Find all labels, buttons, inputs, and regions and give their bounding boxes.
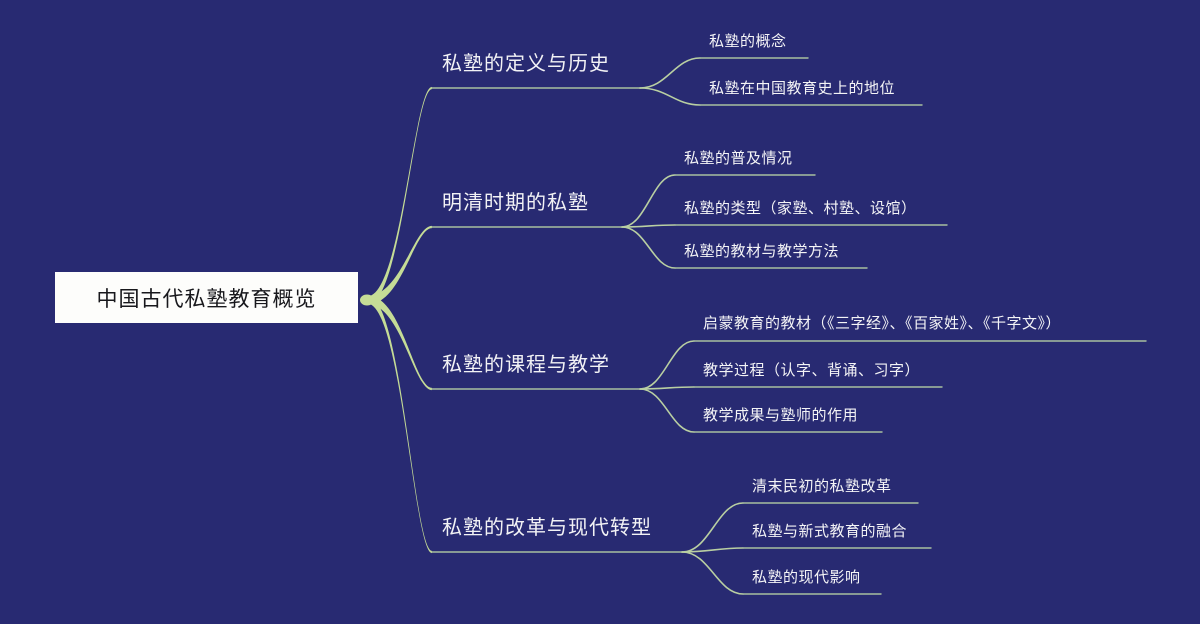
leaf-label-0-1[interactable]: 私塾在中国教育史上的地位	[709, 81, 896, 97]
leaf-label-1-2[interactable]: 私塾的教材与教学方法	[684, 244, 840, 260]
leaf-connector-0-1[interactable]	[639, 87, 701, 106]
leaf-label-3-0[interactable]: 清末民初的私塾改革	[752, 479, 892, 495]
leaf-label-2-2[interactable]: 教学成果与塾师的作用	[703, 408, 859, 424]
leaf-connector-1-2[interactable]	[621, 226, 676, 269]
branch-stem-2[interactable]	[368, 296, 432, 391]
branch-label-1[interactable]: 明清时期的私塾	[442, 192, 589, 214]
leaf-connector-1-0[interactable]	[621, 174, 676, 228]
leaf-connector-2-2[interactable]	[639, 388, 695, 433]
leaf-connector-1-1[interactable]	[621, 224, 676, 228]
leaf-label-3-2[interactable]: 私塾的现代影响	[752, 570, 861, 586]
branch-hub	[360, 294, 374, 306]
leaf-connector-2-1[interactable]	[639, 386, 695, 390]
leaf-label-1-1[interactable]: 私塾的类型（家塾、村塾、设馆）	[684, 201, 917, 217]
branch-stem-1[interactable]	[368, 225, 432, 304]
leaf-connector-3-1[interactable]	[681, 547, 744, 553]
leaf-connector-2-0[interactable]	[639, 340, 695, 390]
branch-label-2[interactable]: 私塾的课程与教学	[442, 354, 610, 376]
leaf-label-3-1[interactable]: 私塾与新式教育的融合	[752, 524, 908, 540]
root-node[interactable]: 中国古代私塾教育概览	[55, 272, 358, 323]
branch-label-0[interactable]: 私塾的定义与历史	[442, 53, 610, 75]
leaf-label-1-0[interactable]: 私塾的普及情况	[684, 151, 793, 167]
root-node-label: 中国古代私塾教育概览	[96, 286, 317, 311]
leaf-label-2-1[interactable]: 教学过程（认字、背诵、习字）	[703, 363, 921, 379]
leaf-connector-3-0[interactable]	[681, 502, 744, 553]
leaf-connector-3-2[interactable]	[681, 551, 744, 595]
branch-label-3[interactable]: 私塾的改革与现代转型	[442, 517, 652, 539]
leaf-label-2-0[interactable]: 启蒙教育的教材（《三字经》、《百家姓》、《千字文》）	[703, 316, 1062, 332]
leaf-label-0-0[interactable]: 私塾的概念	[709, 34, 787, 50]
leaf-connector-0-0[interactable]	[639, 57, 701, 89]
